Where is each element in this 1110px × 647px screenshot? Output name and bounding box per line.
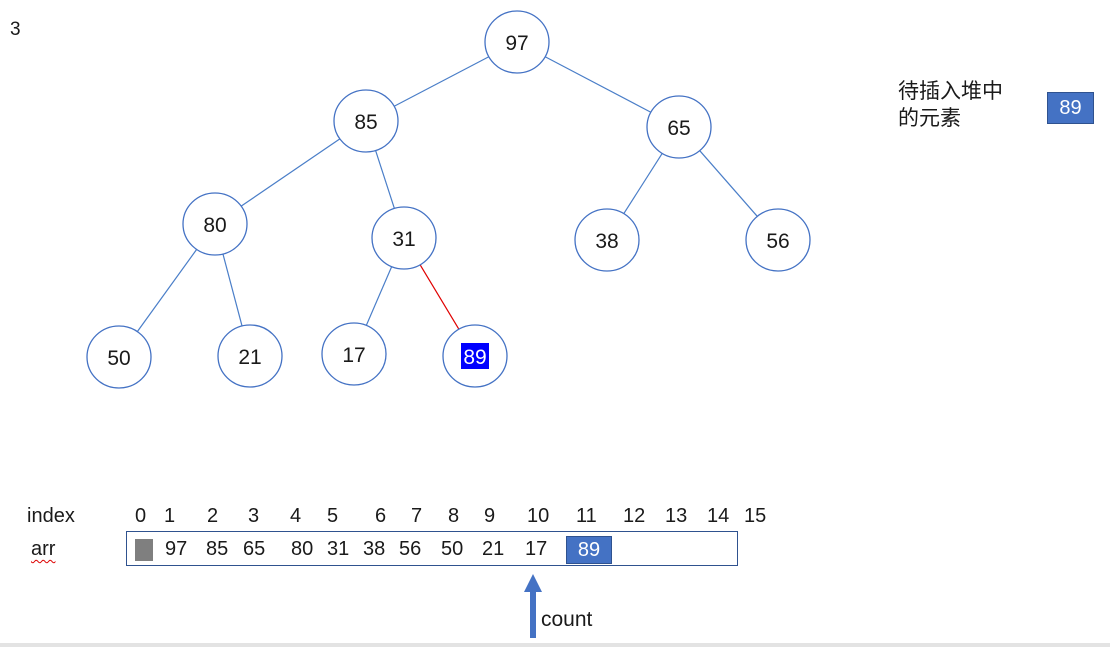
pending-element-box: 89	[1047, 92, 1094, 124]
tree-node-circle	[217, 324, 283, 388]
array-value: 97	[165, 538, 188, 560]
index-label-7: 7	[411, 505, 423, 527]
tree-node-label: 17	[342, 344, 365, 367]
array-value: 85	[206, 538, 229, 560]
pending-label-line1: 待插入堆中	[898, 79, 1003, 103]
tree-node-85: 85	[333, 89, 399, 153]
tree-node-circle	[321, 322, 387, 386]
tree-node-circle	[745, 208, 811, 272]
index-label-5: 5	[327, 505, 339, 527]
index-label-11: 11	[576, 505, 597, 527]
tree-node-65: 65	[646, 95, 712, 159]
tree-node-label: 50	[107, 347, 130, 370]
tree-edge-80-50	[136, 248, 198, 333]
tree-edge-65-56	[698, 149, 759, 218]
array-value: 21	[482, 538, 505, 560]
tree-edge-85-80	[240, 137, 341, 208]
array-value: 65	[243, 538, 266, 560]
tree-node-label: 85	[354, 111, 377, 134]
tree-node-31: 31	[371, 206, 437, 270]
tree-edge-97-65	[544, 55, 652, 114]
tree-node-circle	[646, 95, 712, 159]
array-value: 38	[363, 538, 386, 560]
tree-node-circle	[574, 208, 640, 272]
tree-node-label: 89	[463, 346, 486, 369]
index-label-0: 0	[135, 505, 147, 527]
tree-edge-65-38	[623, 152, 663, 215]
array-value: 56	[399, 538, 422, 560]
bottom-bar	[0, 643, 1110, 647]
index-label-1: 1	[164, 505, 176, 527]
index-label-12: 12	[623, 505, 646, 527]
tree-node-highlight	[461, 343, 489, 369]
index-label-2: 2	[207, 505, 219, 527]
index-label-13: 13	[665, 505, 688, 527]
tree-node-80: 80	[182, 192, 248, 256]
index-label-8: 8	[448, 505, 460, 527]
index-label-3: 3	[248, 505, 260, 527]
tree-node-21: 21	[217, 324, 283, 388]
index-label-9: 9	[484, 505, 496, 527]
tree-edge-85-31	[375, 150, 395, 209]
tree-edge-31-17	[365, 266, 393, 326]
tree-node-circle	[333, 89, 399, 153]
array-value: 80	[291, 538, 314, 560]
tree-node-label: 31	[392, 228, 415, 251]
tree-node-89: 89	[442, 324, 508, 388]
slide-number: 3	[10, 19, 21, 40]
index-row-label: index	[27, 505, 75, 527]
tree-node-circle	[182, 192, 248, 256]
tree-node-38: 38	[574, 208, 640, 272]
count-pointer-label: count	[541, 608, 593, 631]
tree-edge-31-89	[419, 264, 460, 330]
tree-node-circle	[86, 325, 152, 389]
arr-row-label: arr	[31, 538, 56, 560]
array-value: 31	[327, 538, 350, 560]
index-label-10: 10	[527, 505, 550, 527]
index-label-6: 6	[375, 505, 387, 527]
empty-slot-zero	[135, 539, 153, 561]
tree-node-circle	[371, 206, 437, 270]
array-value: 17	[525, 538, 548, 560]
count-pointer-arrow-icon	[524, 574, 542, 638]
tree-node-17: 17	[321, 322, 387, 386]
tree-node-label: 21	[238, 346, 261, 369]
index-label-4: 4	[290, 505, 302, 527]
tree-node-label: 38	[595, 230, 618, 253]
index-label-14: 14	[707, 505, 730, 527]
index-label-15: 15	[744, 505, 767, 527]
tree-node-label: 56	[766, 230, 789, 253]
pending-label-line2: 的元素	[898, 106, 961, 130]
pending-element-label: 待插入堆中 的元素	[898, 78, 1028, 132]
tree-node-label: 80	[203, 214, 226, 237]
tree-edge-80-21	[222, 253, 243, 327]
tree-node-label: 65	[667, 117, 690, 140]
array-box	[126, 531, 738, 566]
tree-node-circle	[484, 10, 550, 74]
array-new-element: 89	[566, 536, 612, 564]
tree-node-label: 97	[505, 32, 528, 55]
tree-node-56: 56	[745, 208, 811, 272]
array-value: 50	[441, 538, 464, 560]
tree-edge-97-85	[393, 55, 490, 108]
tree-node-97: 97	[484, 10, 550, 74]
tree-node-50: 50	[86, 325, 152, 389]
